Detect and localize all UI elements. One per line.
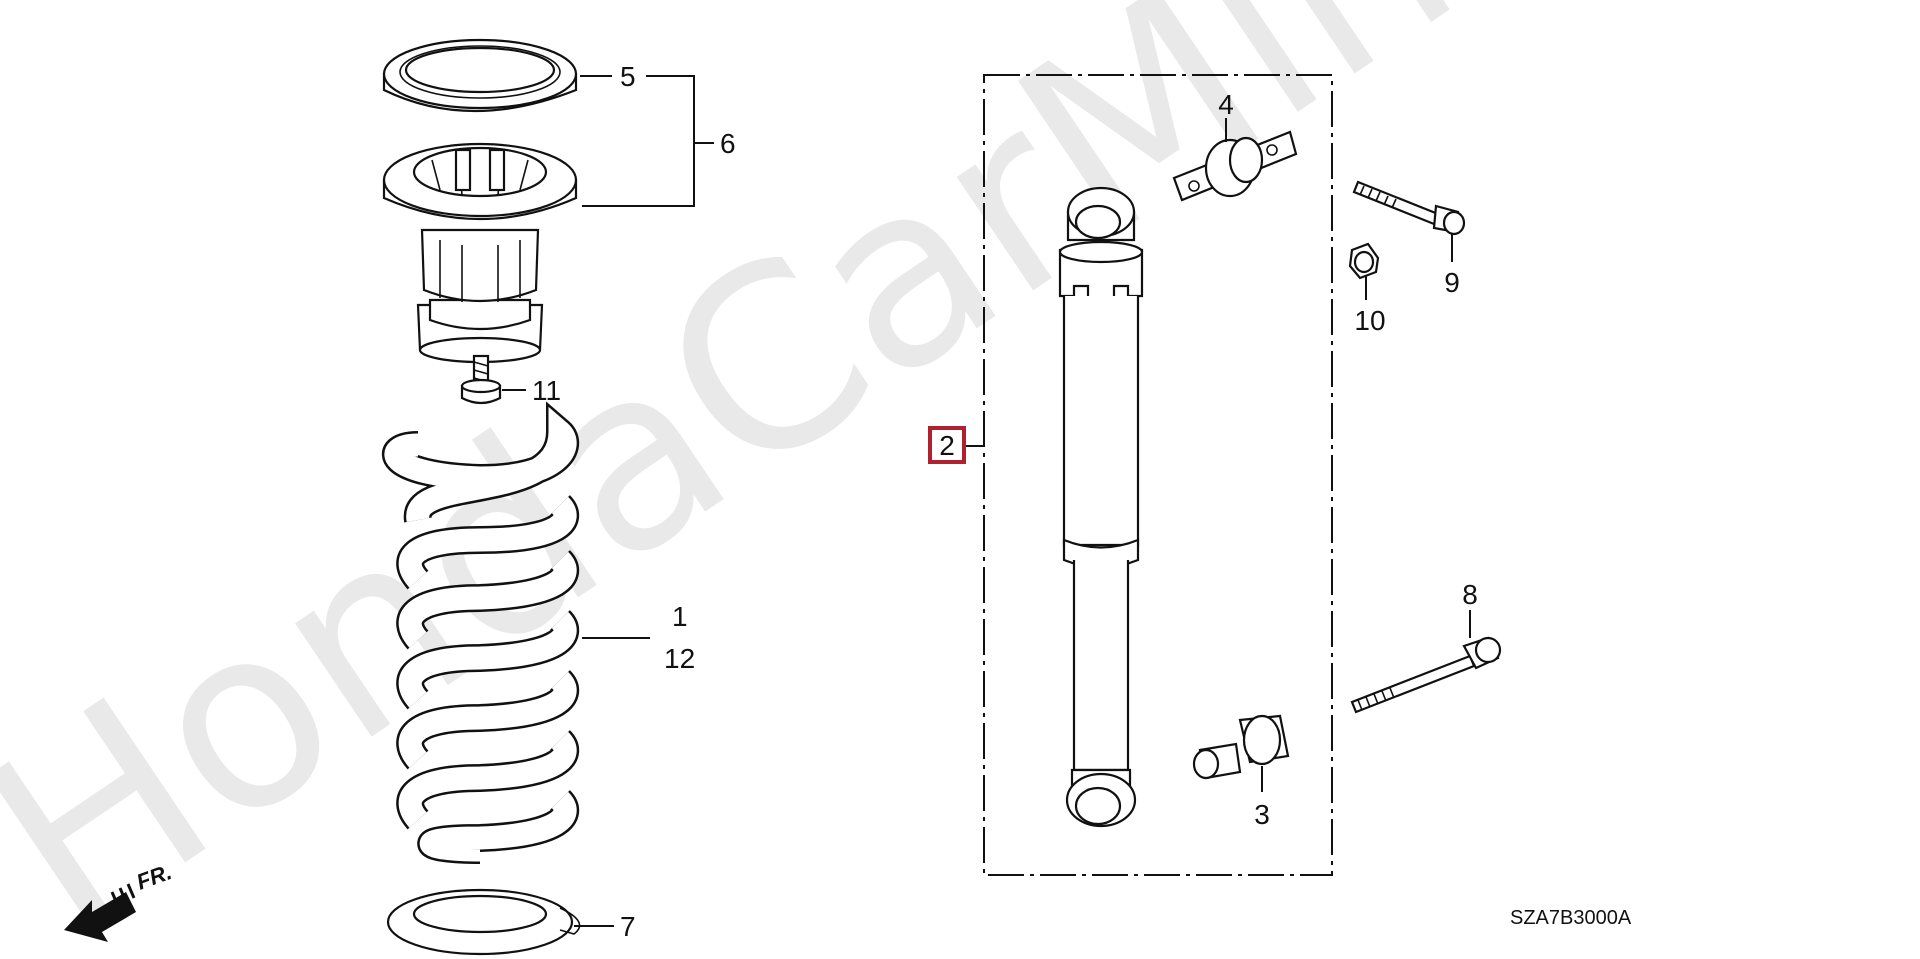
part-8-bolt[interactable]: [1350, 636, 1502, 714]
part-4-bushing[interactable]: [1172, 130, 1298, 202]
part-11-bolt[interactable]: [460, 354, 502, 405]
callout-12[interactable]: 12: [664, 643, 695, 674]
callout-2[interactable]: 2: [939, 430, 955, 461]
callout-4[interactable]: 4: [1218, 89, 1234, 120]
callout-3[interactable]: 3: [1254, 799, 1270, 830]
callout-10[interactable]: 10: [1354, 305, 1385, 336]
front-direction-arrow-icon: [64, 883, 136, 942]
part-6-mount[interactable]: [382, 142, 578, 364]
part-5-upper-seat[interactable]: [382, 38, 578, 113]
callout-7[interactable]: 7: [620, 911, 636, 942]
callout-2-box[interactable]: [928, 426, 966, 464]
part-10-nut[interactable]: [1348, 242, 1380, 280]
part-7-lower-seat[interactable]: [386, 888, 581, 956]
part-9-bolt[interactable]: [1352, 180, 1466, 236]
callout-1[interactable]: 1: [672, 601, 688, 632]
callout-8[interactable]: 8: [1462, 579, 1478, 610]
callout-11[interactable]: 11: [532, 375, 561, 406]
part-3-bushing[interactable]: [1192, 714, 1290, 780]
part-1-coil-spring[interactable]: [382, 401, 580, 864]
callout-6[interactable]: 6: [720, 128, 736, 159]
callout-9[interactable]: 9: [1444, 267, 1460, 298]
diagram-code: SZA7B3000A: [1510, 907, 1632, 929]
part-2-shock-absorber[interactable]: [1058, 186, 1144, 828]
callout-5[interactable]: 5: [620, 61, 636, 92]
assembly-boundary: [983, 74, 1333, 876]
